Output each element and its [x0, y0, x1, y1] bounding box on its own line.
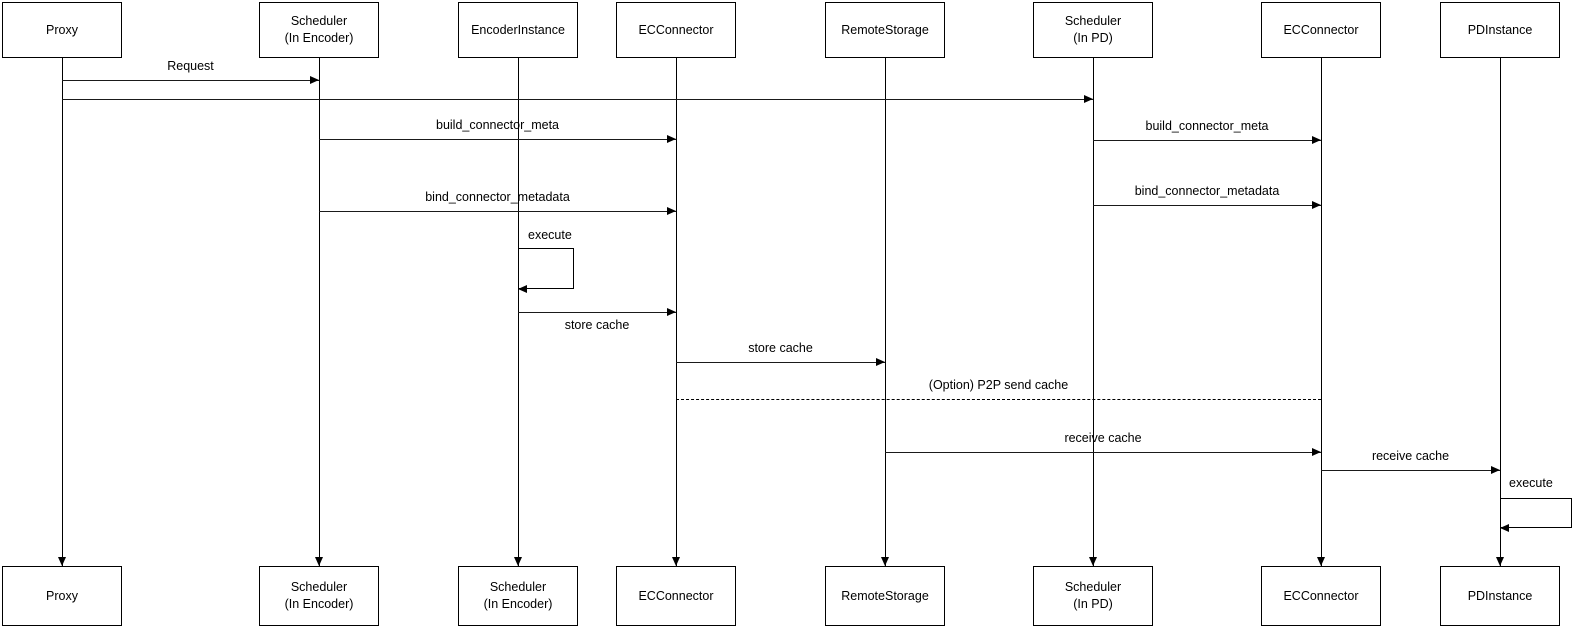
message-label-m7: store cache — [564, 318, 630, 332]
lifeline-proxy — [62, 58, 63, 566]
participant-label-bottom-sched_pd: Scheduler (In PD) — [1064, 580, 1122, 611]
participant-label-top-remote_store: RemoteStorage — [841, 22, 929, 37]
lifeline-end-arrow-ec_conn_2 — [1316, 557, 1325, 566]
participant-label-top-ec_conn_2: ECConnector — [1283, 22, 1359, 37]
message-arrowhead-m4 — [1312, 135, 1321, 144]
message-line-m7 — [518, 312, 676, 313]
message-line-m8 — [676, 362, 885, 363]
participant-box-bottom-encoder_inst[interactable]: Scheduler (In Encoder) — [458, 566, 578, 626]
self-message-loop-s1 — [518, 248, 574, 289]
message-line-m4 — [1093, 140, 1321, 141]
participant-box-top-ec_conn_1[interactable]: ECConnector — [616, 2, 736, 58]
lifeline-end-arrow-remote_store — [880, 557, 889, 566]
message-label-m10: receive cache — [1064, 431, 1142, 445]
message-arrowhead-m1 — [310, 75, 319, 84]
participant-label-bottom-ec_conn_2: ECConnector — [1283, 588, 1359, 603]
lifeline-end-arrow-sched_pd — [1088, 557, 1097, 566]
participant-label-top-proxy: Proxy — [46, 22, 78, 37]
message-line-m1 — [62, 80, 319, 81]
message-line-m10 — [885, 452, 1321, 453]
message-label-m1: Request — [167, 59, 214, 73]
participant-label-bottom-ec_conn_1: ECConnector — [638, 588, 714, 603]
participant-label-bottom-remote_store: RemoteStorage — [841, 588, 929, 603]
self-message-label-s2: execute — [1509, 476, 1553, 490]
lifeline-end-arrow-encoder_inst — [513, 557, 522, 566]
participant-box-bottom-remote_store[interactable]: RemoteStorage — [825, 566, 945, 626]
message-arrowhead-m11 — [1491, 465, 1500, 474]
message-label-m4: build_connector_meta — [1145, 119, 1269, 133]
self-message-arrowhead-s1 — [518, 284, 527, 293]
participant-box-top-sched_enc[interactable]: Scheduler (In Encoder) — [259, 2, 379, 58]
message-label-m3: build_connector_meta — [436, 118, 559, 132]
message-line-m3 — [319, 139, 676, 140]
lifeline-sched_pd — [1093, 58, 1094, 566]
participant-label-bottom-encoder_inst: Scheduler (In Encoder) — [483, 580, 553, 611]
message-label-m5: bind_connector_metadata — [425, 190, 570, 204]
lifeline-ec_conn_2 — [1321, 58, 1322, 566]
participant-box-top-ec_conn_2[interactable]: ECConnector — [1261, 2, 1381, 58]
message-line-m2 — [62, 99, 1093, 100]
participant-box-bottom-sched_enc[interactable]: Scheduler (In Encoder) — [259, 566, 379, 626]
participant-box-top-sched_pd[interactable]: Scheduler (In PD) — [1033, 2, 1153, 58]
participant-label-bottom-proxy: Proxy — [46, 588, 78, 603]
participant-label-top-encoder_inst: EncoderInstance — [471, 22, 565, 37]
self-message-label-s1: execute — [528, 228, 572, 242]
message-arrowhead-m8 — [876, 357, 885, 366]
self-message-loop-s2 — [1500, 498, 1572, 528]
participant-box-bottom-sched_pd[interactable]: Scheduler (In PD) — [1033, 566, 1153, 626]
message-label-m11: receive cache — [1371, 449, 1450, 463]
message-arrowhead-m3 — [667, 134, 676, 143]
message-arrowhead-m2 — [1084, 94, 1093, 103]
message-line-m6 — [1093, 205, 1321, 206]
lifeline-end-arrow-sched_enc — [314, 557, 323, 566]
participant-label-top-pd_inst: PDInstance — [1467, 22, 1533, 37]
message-label-m8: store cache — [748, 341, 813, 355]
message-label-m9: (Option) P2P send cache — [928, 378, 1069, 392]
participant-label-top-ec_conn_1: ECConnector — [638, 22, 714, 37]
lifeline-end-arrow-ec_conn_1 — [671, 557, 680, 566]
self-message-arrowhead-s2 — [1500, 523, 1509, 532]
lifeline-ec_conn_1 — [676, 58, 677, 566]
participant-box-bottom-pd_inst[interactable]: PDInstance — [1440, 566, 1560, 626]
lifeline-pd_inst — [1500, 58, 1501, 566]
participant-box-top-encoder_inst[interactable]: EncoderInstance — [458, 2, 578, 58]
participant-box-bottom-ec_conn_2[interactable]: ECConnector — [1261, 566, 1381, 626]
participant-box-top-pd_inst[interactable]: PDInstance — [1440, 2, 1560, 58]
message-line-m9 — [676, 399, 1321, 400]
participant-box-bottom-ec_conn_1[interactable]: ECConnector — [616, 566, 736, 626]
participant-box-top-remote_store[interactable]: RemoteStorage — [825, 2, 945, 58]
participant-label-top-sched_enc: Scheduler (In Encoder) — [284, 14, 354, 45]
lifeline-remote_store — [885, 58, 886, 566]
message-label-m6: bind_connector_metadata — [1134, 184, 1280, 198]
participant-box-bottom-proxy[interactable]: Proxy — [2, 566, 122, 626]
message-arrowhead-m5 — [667, 206, 676, 215]
message-line-m11 — [1321, 470, 1500, 471]
participant-label-bottom-sched_enc: Scheduler (In Encoder) — [284, 580, 354, 611]
lifeline-sched_enc — [319, 58, 320, 566]
participant-label-top-sched_pd: Scheduler (In PD) — [1064, 14, 1122, 45]
message-line-m5 — [319, 211, 676, 212]
message-arrowhead-m7 — [667, 307, 676, 316]
participant-label-bottom-pd_inst: PDInstance — [1467, 588, 1533, 603]
participant-box-top-proxy[interactable]: Proxy — [2, 2, 122, 58]
message-arrowhead-m10 — [1312, 447, 1321, 456]
message-arrowhead-m6 — [1312, 200, 1321, 209]
lifeline-end-arrow-proxy — [57, 557, 66, 566]
lifeline-end-arrow-pd_inst — [1495, 557, 1504, 566]
